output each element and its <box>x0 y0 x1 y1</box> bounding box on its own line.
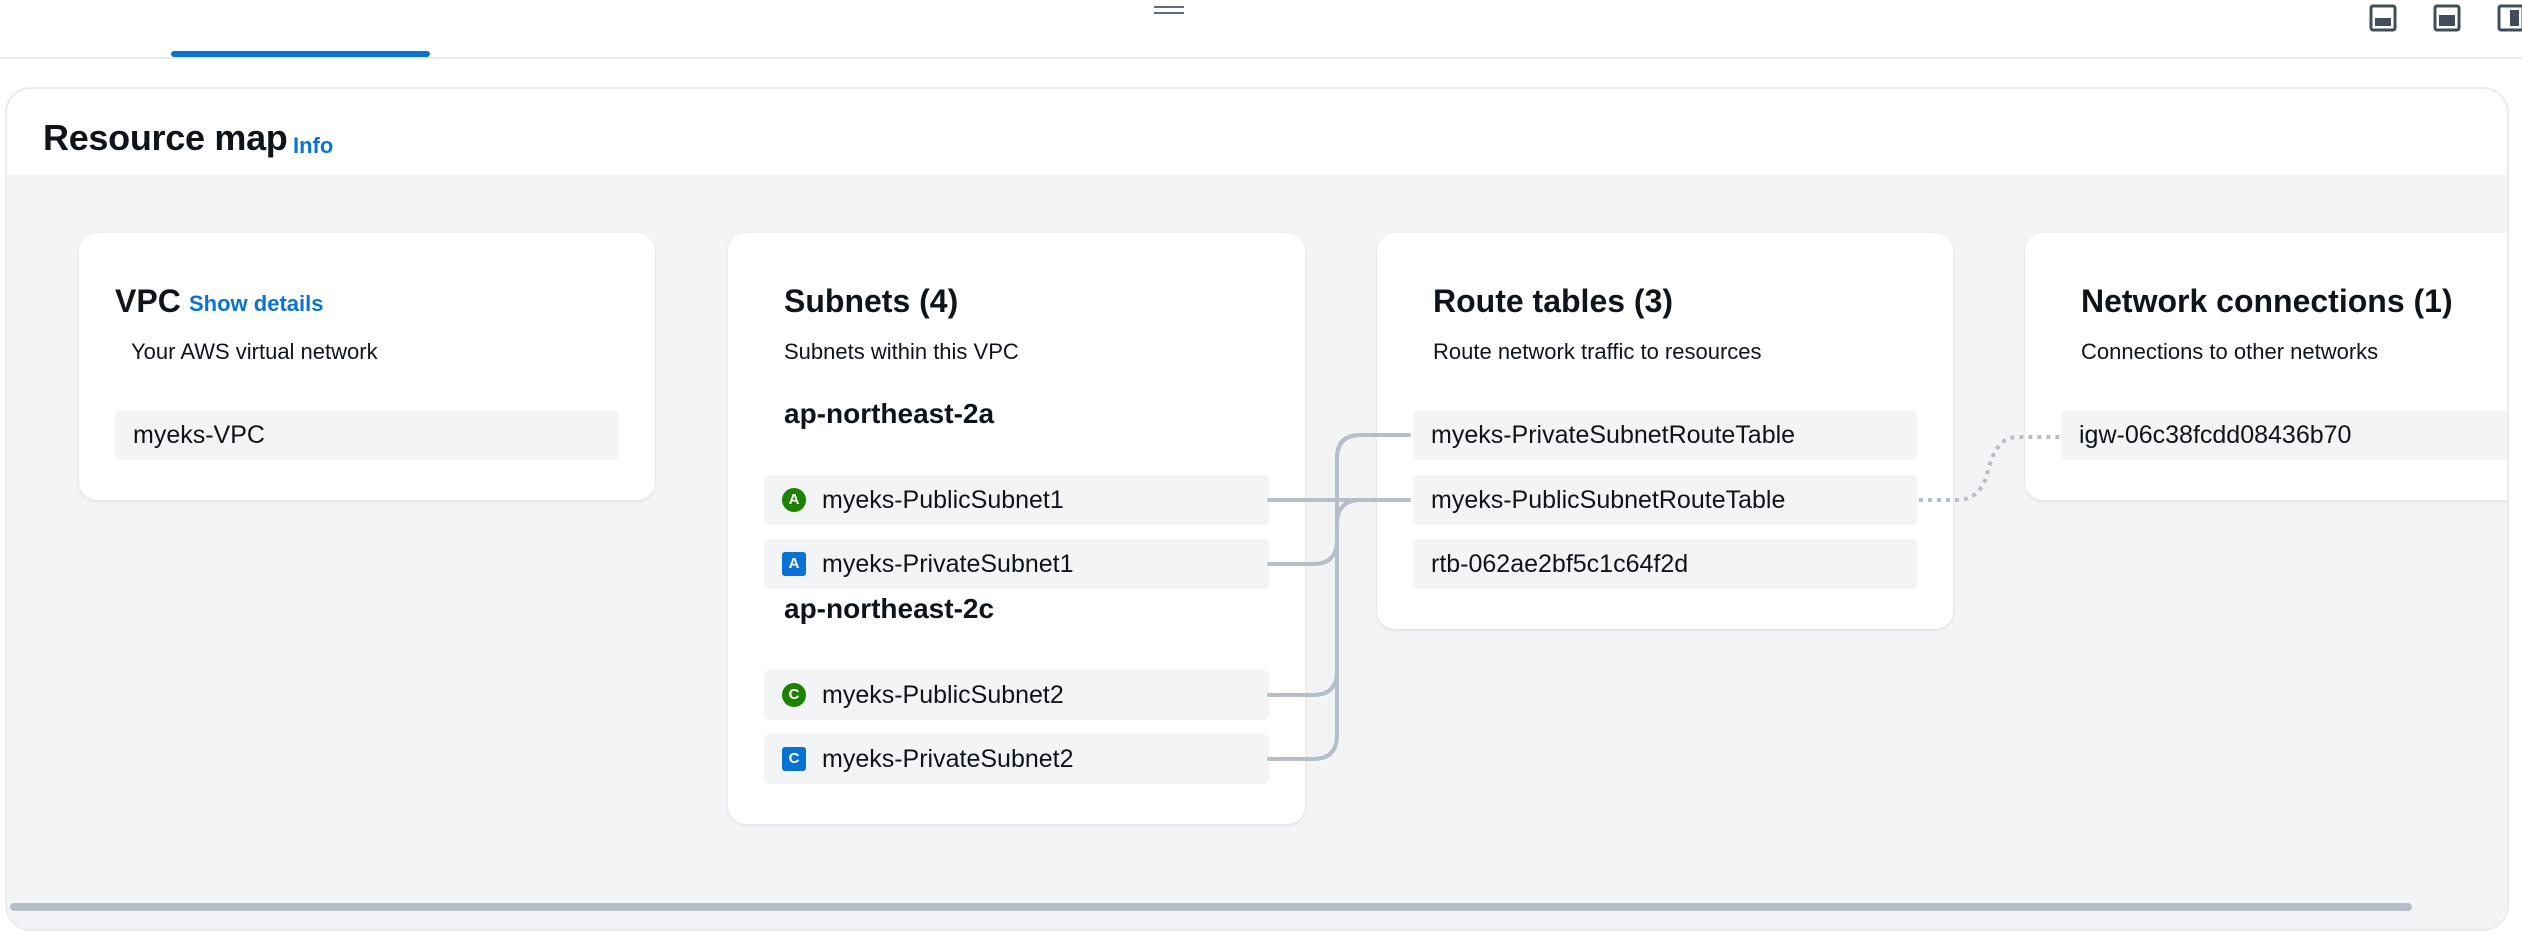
vpc-card-title: VPC <box>115 283 181 319</box>
route-table-item-label: myeks-PublicSubnetRouteTable <box>1431 486 1786 514</box>
subnet-item-label: myeks-PrivateSubnet1 <box>822 550 1074 578</box>
route-tables-card-description: Route network traffic to resources <box>1433 339 1762 364</box>
subnet-item-private-1[interactable]: A myeks-PrivateSubnet1 <box>764 539 1269 589</box>
subnet-item-label: myeks-PrivateSubnet2 <box>822 745 1074 773</box>
subnet-item-label: myeks-PublicSubnet1 <box>822 486 1064 514</box>
panel-header: Resource map Info <box>7 89 2507 175</box>
panel-title: Resource map <box>43 117 288 158</box>
split-bottom-icon[interactable] <box>2368 3 2398 33</box>
subnets-card-title: Subnets (4) <box>784 283 959 319</box>
connector-private-subnet2 <box>1267 433 1363 761</box>
active-tab-indicator <box>171 51 430 57</box>
vpc-item-label: myeks-VPC <box>133 421 265 449</box>
drag-handle-icon[interactable] <box>1154 6 1184 15</box>
route-table-item-public[interactable]: myeks-PublicSubnetRouteTable <box>1413 475 1917 525</box>
subnet-item-public-1[interactable]: A myeks-PublicSubnet1 <box>764 475 1269 525</box>
private-subnet-badge-icon: C <box>782 747 806 771</box>
network-connections-card-title: Network connections (1) <box>2081 283 2453 319</box>
route-tables-card: Route tables (3) Route network traffic t… <box>1377 233 1953 629</box>
vpc-card: VPC Show details Your AWS virtual networ… <box>79 233 655 500</box>
route-table-item-label: rtb-062ae2bf5c1c64f2d <box>1431 550 1689 578</box>
split-panel-icon[interactable] <box>2496 3 2522 33</box>
connector-lines <box>1267 433 2061 761</box>
private-subnet-badge-icon: A <box>782 552 806 576</box>
vpc-card-description: Your AWS virtual network <box>131 339 378 364</box>
network-connection-item-igw[interactable]: igw-06c38fcdd08436b70 <box>2061 410 2507 460</box>
public-subnet-badge-icon: C <box>782 683 806 707</box>
network-connections-card: Network connections (1) Connections to o… <box>2025 233 2507 500</box>
horizontal-scrollbar[interactable] <box>10 903 2412 911</box>
public-subnet-badge-icon: A <box>782 488 806 512</box>
network-connection-item-label: igw-06c38fcdd08436b70 <box>2079 421 2352 449</box>
resource-map-panel: Resource map Info VPC Show details Your … <box>5 87 2509 931</box>
top-bar <box>0 0 2522 59</box>
network-connections-card-description: Connections to other networks <box>2081 339 2379 364</box>
subnets-card: Subnets (4) Subnets within this VPC ap-n… <box>728 233 1305 824</box>
resource-map-canvas: VPC Show details Your AWS virtual networ… <box>7 175 2507 929</box>
subnet-item-label: myeks-PublicSubnet2 <box>822 681 1064 709</box>
zone-title: ap-northeast-2c <box>784 593 995 624</box>
route-tables-card-title: Route tables (3) <box>1433 283 1674 319</box>
subnets-card-description: Subnets within this VPC <box>784 339 1019 364</box>
info-link[interactable]: Info <box>293 133 334 158</box>
split-side-icon[interactable] <box>2432 3 2462 33</box>
route-table-item-rtb[interactable]: rtb-062ae2bf5c1c64f2d <box>1413 539 1917 589</box>
route-table-item-label: myeks-PrivateSubnetRouteTable <box>1431 421 1796 449</box>
subnet-item-public-2[interactable]: C myeks-PublicSubnet2 <box>764 670 1269 720</box>
connector-igw <box>1919 435 2061 502</box>
subnet-item-private-2[interactable]: C myeks-PrivateSubnet2 <box>764 734 1269 784</box>
show-details-link[interactable]: Show details <box>189 291 324 316</box>
zone-title: ap-northeast-2a <box>784 398 995 429</box>
route-table-item-private[interactable]: myeks-PrivateSubnetRouteTable <box>1413 410 1917 460</box>
vpc-item[interactable]: myeks-VPC <box>115 410 619 460</box>
